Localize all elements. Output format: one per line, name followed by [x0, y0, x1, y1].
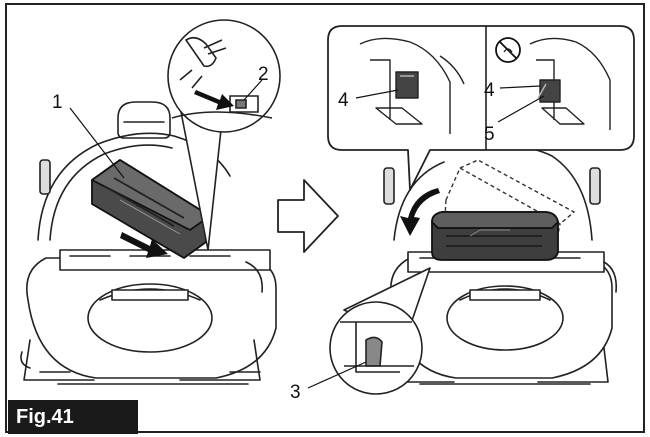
battery-pack-left — [91, 159, 211, 259]
detail-indicator-incorrect — [529, 37, 611, 130]
callout-line-2 — [243, 79, 263, 101]
callout-4-left: 4 — [338, 90, 349, 111]
arrow-right-icon — [120, 232, 168, 258]
outlined-arrow-right-icon — [277, 179, 339, 253]
callout-4-right: 4 — [484, 80, 495, 101]
battery-pack-installed — [431, 211, 559, 261]
curved-arrow-down-icon — [400, 188, 440, 236]
callout-line-3 — [307, 361, 367, 389]
right-mower — [383, 146, 618, 385]
callout-line-4a — [355, 89, 399, 99]
detail-hook — [329, 267, 431, 395]
detail-release-button — [167, 19, 281, 251]
arrow-right-icon — [194, 90, 234, 110]
callout-line-4b — [499, 85, 541, 89]
callout-line-1 — [69, 107, 125, 179]
detail-indicator-bubble — [327, 25, 635, 191]
callout-line-5 — [497, 95, 545, 123]
callout-3: 3 — [290, 382, 301, 403]
detail-indicator-correct — [359, 37, 465, 134]
callout-5: 5 — [484, 124, 495, 145]
figure-label: Fig.41 — [8, 400, 138, 434]
callout-2: 2 — [258, 64, 269, 85]
no-symbol-icon — [495, 37, 521, 63]
callout-1: 1 — [52, 92, 63, 113]
left-mower — [20, 101, 277, 385]
figure-frame — [5, 3, 645, 433]
